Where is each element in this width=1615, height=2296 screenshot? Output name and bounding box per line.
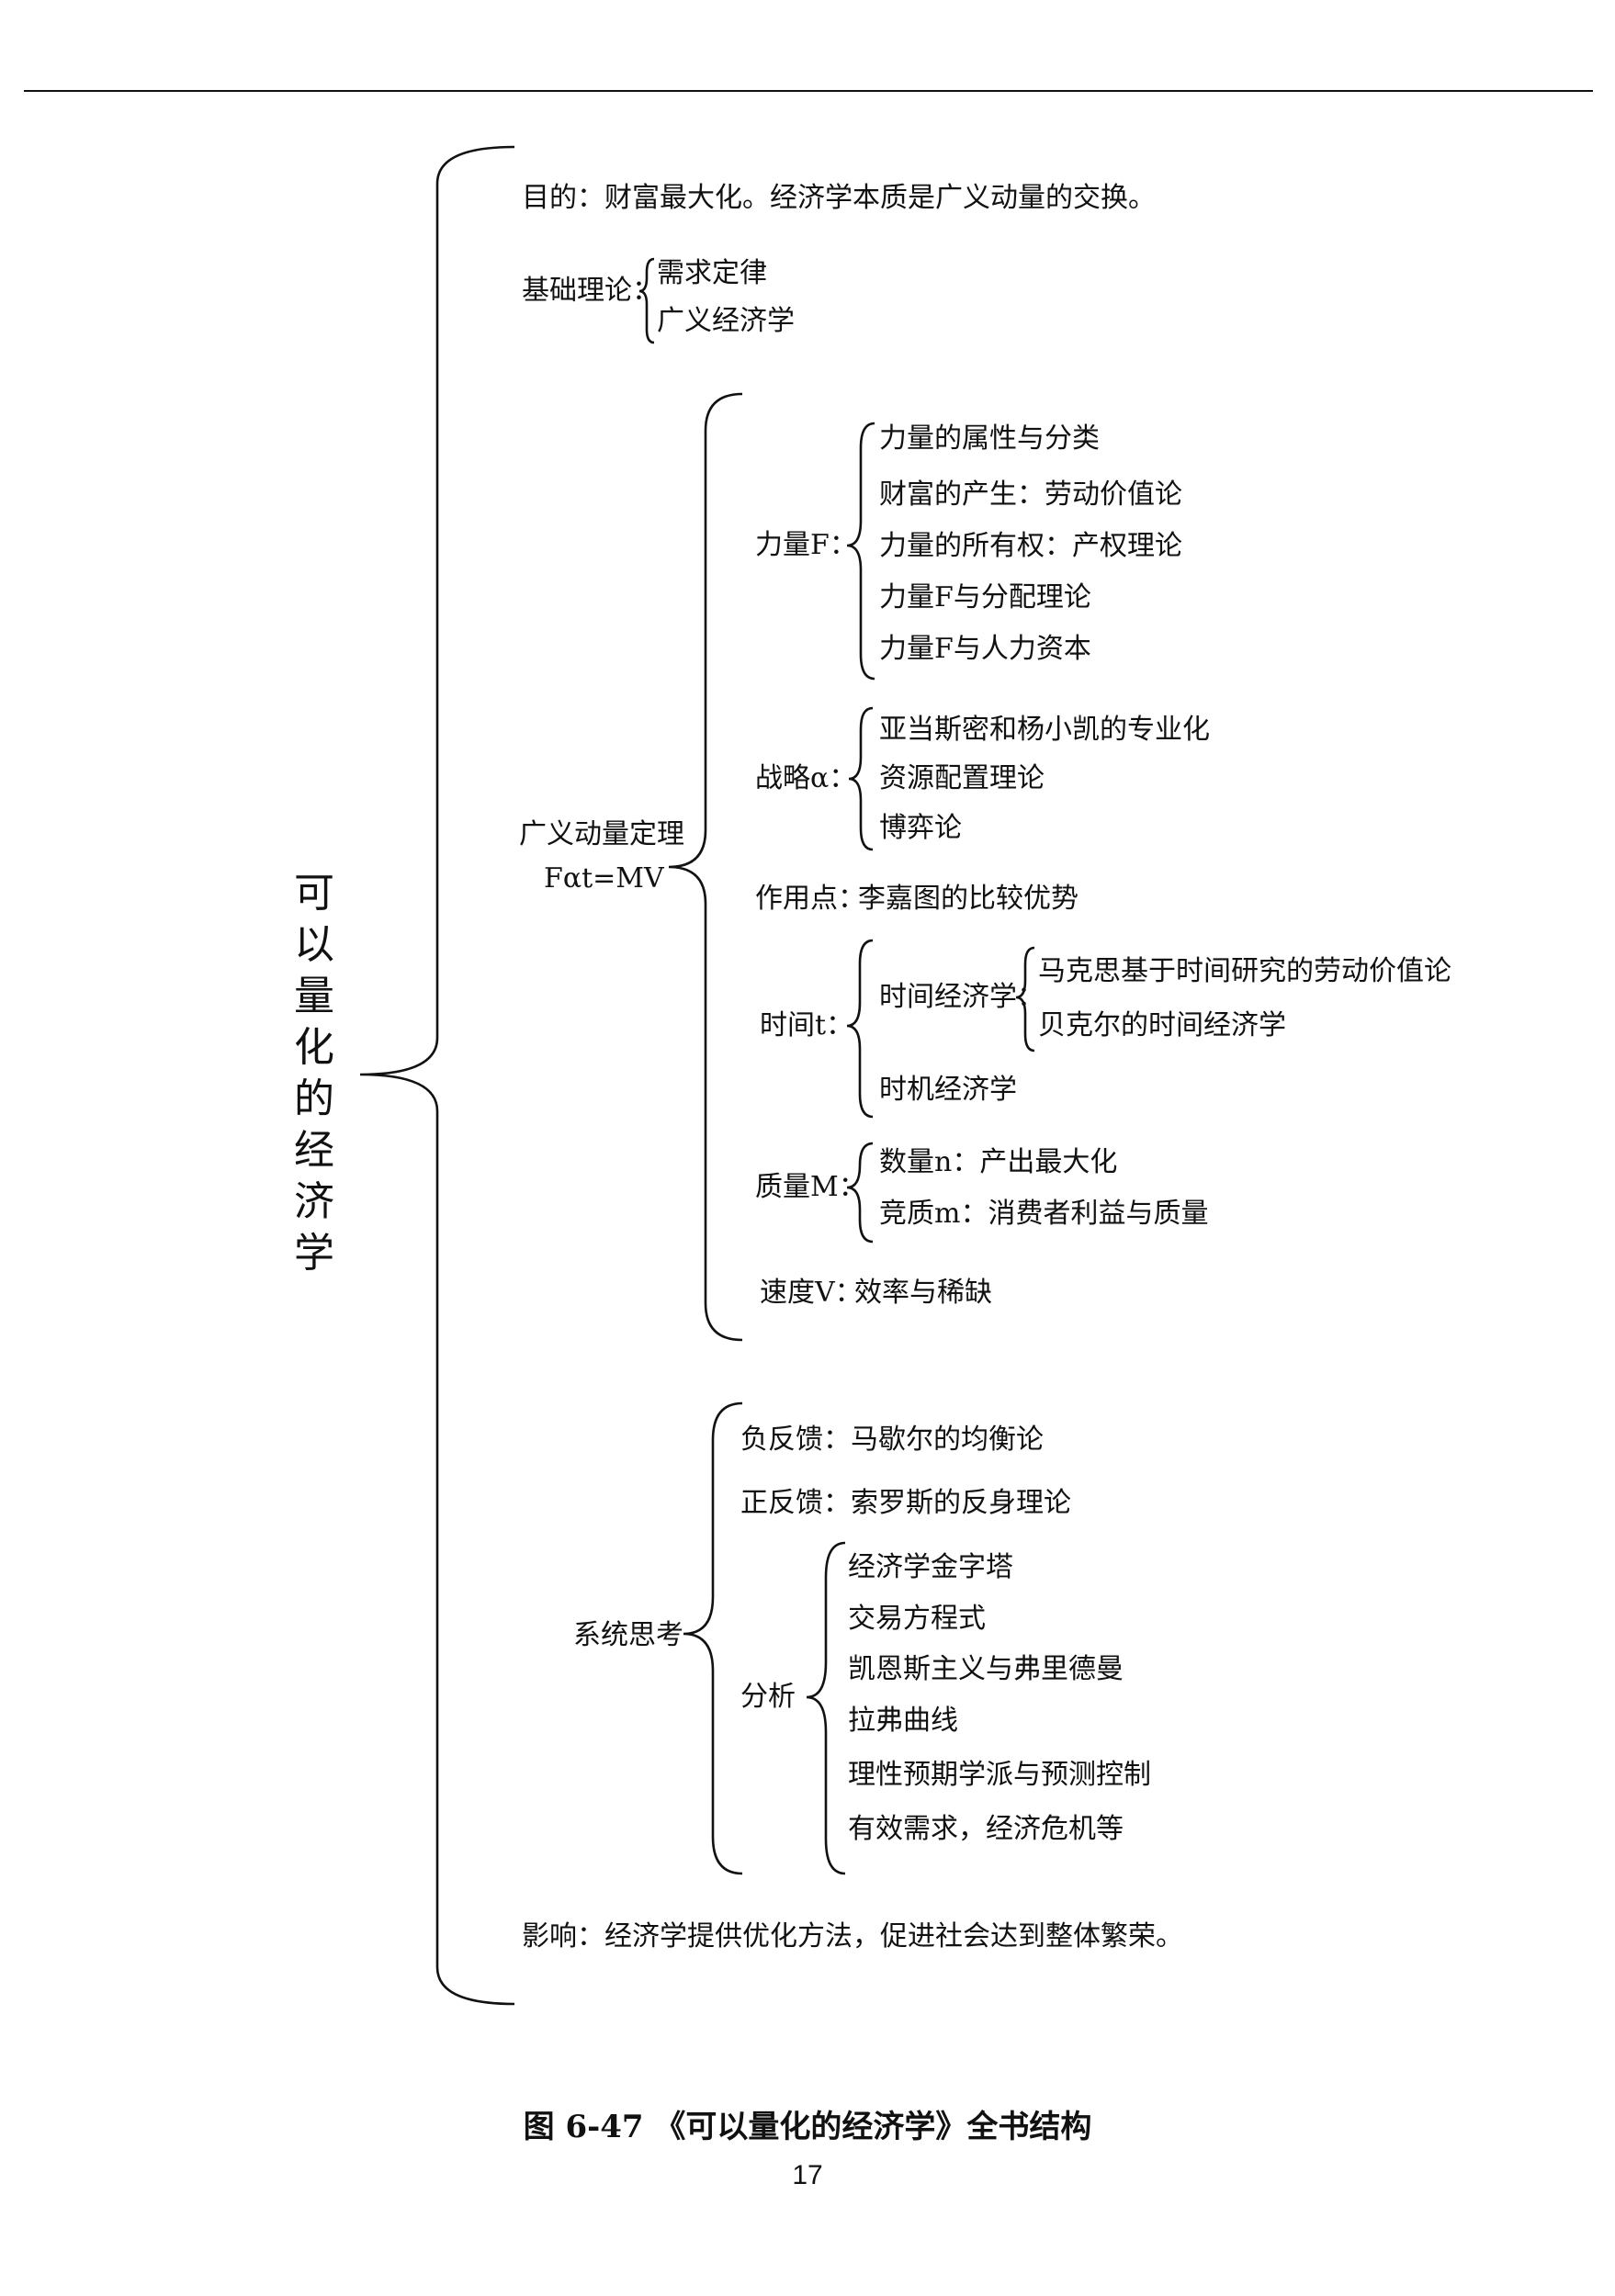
force-item: 力量F与分配理论 <box>879 581 1091 613</box>
strategy-brace <box>848 706 874 851</box>
point-value: 李嘉图的比较优势 <box>858 883 1079 915</box>
velocity-label: 速度V： <box>760 1277 863 1309</box>
force-item: 力量F与人力资本 <box>879 633 1091 665</box>
force-item: 力量的属性与分类 <box>879 422 1100 455</box>
analysis-item: 拉弗曲线 <box>848 1705 958 1737</box>
positive-feedback: 正反馈：索罗斯的反身理论 <box>740 1487 1071 1519</box>
page-number: 17 <box>792 2160 823 2190</box>
systems-brace <box>683 1401 743 1875</box>
force-label: 力量F： <box>755 529 857 561</box>
momentum-label: 广义动量定理 <box>519 818 684 850</box>
mass-item: 竞质m：消费者利益与质量 <box>879 1198 1209 1230</box>
momentum-brace <box>668 392 743 1342</box>
purpose-text: 目的：财富最大化。经济学本质是广义动量的交换。 <box>522 182 1156 214</box>
mass-brace <box>846 1142 874 1244</box>
analysis-item: 理性预期学派与预测控制 <box>848 1759 1151 1791</box>
force-item: 力量的所有权：产权理论 <box>879 530 1182 562</box>
velocity-value: 效率与稀缺 <box>854 1277 992 1309</box>
time-brace <box>846 939 874 1119</box>
analysis-item: 凯恩斯主义与弗里德曼 <box>848 1653 1124 1685</box>
time-econ-label: 时间经济学： <box>879 981 1045 1013</box>
analysis-brace <box>806 1541 846 1875</box>
force-item: 财富的产生：劳动价值论 <box>879 478 1182 511</box>
foundation-label: 基础理论： <box>522 275 660 307</box>
time-econ-brace <box>1015 946 1035 1052</box>
negative-feedback: 负反馈：马歇尔的均衡论 <box>740 1424 1044 1456</box>
force-brace <box>846 422 875 681</box>
root-brace <box>359 145 515 2006</box>
strategy-label: 战略α： <box>755 762 857 794</box>
timing-item: 时机经济学 <box>879 1074 1017 1106</box>
root-title: 可以量化的经济学 <box>294 870 334 1277</box>
header-rule <box>24 90 1593 92</box>
foundation-brace <box>638 257 655 344</box>
foundation-item: 广义经济学 <box>657 305 795 337</box>
mass-item: 数量n：产出最大化 <box>879 1146 1118 1178</box>
time-econ-item: 马克思基于时间研究的劳动价值论 <box>1038 955 1451 987</box>
impact-text: 影响：经济学提供优化方法，促进社会达到整体繁荣。 <box>522 1920 1183 1953</box>
strategy-item: 亚当斯密和杨小凯的专业化 <box>879 714 1210 746</box>
analysis-item: 经济学金字塔 <box>848 1551 1013 1583</box>
analysis-item: 交易方程式 <box>848 1603 986 1635</box>
analysis-item: 有效需求，经济危机等 <box>848 1813 1124 1845</box>
time-label: 时间t： <box>760 1009 854 1041</box>
point-label: 作用点： <box>755 883 865 915</box>
strategy-item: 资源配置理论 <box>879 762 1045 794</box>
foundation-item: 需求定律 <box>657 257 767 289</box>
analysis-label: 分析 <box>740 1681 796 1713</box>
time-econ-item: 贝克尔的时间经济学 <box>1038 1009 1286 1041</box>
strategy-item: 博弈论 <box>879 812 962 844</box>
figure-caption: 图 6-47 《可以量化的经济学》全书结构 <box>523 2109 1092 2145</box>
momentum-formula: Fαt=MV <box>544 862 664 895</box>
mass-label: 质量M： <box>755 1171 866 1203</box>
systems-label: 系统思考 <box>573 1619 683 1651</box>
